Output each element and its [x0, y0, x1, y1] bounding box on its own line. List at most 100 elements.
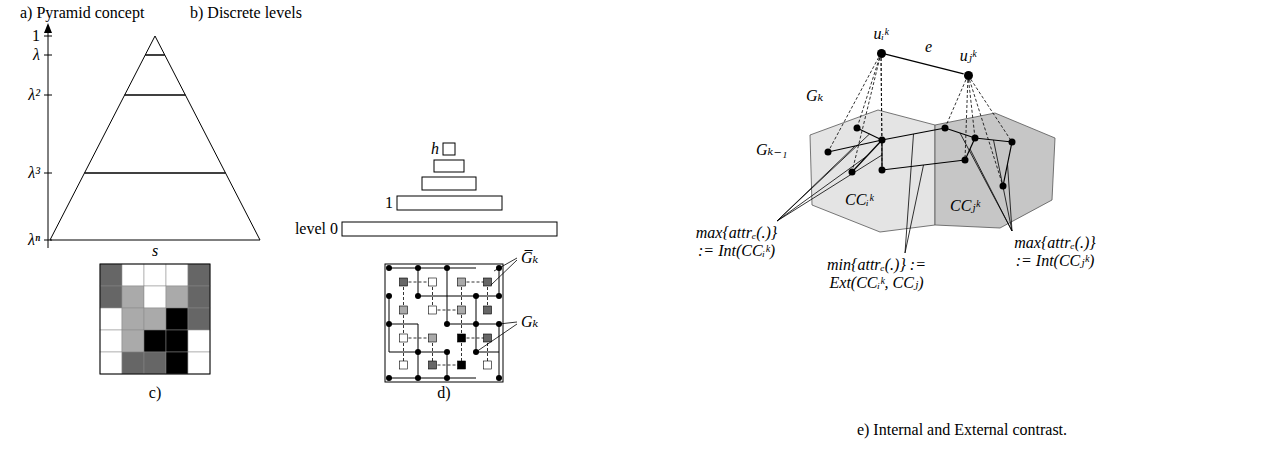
dual-vertex: [429, 361, 437, 369]
label-text: d): [437, 384, 450, 402]
graph-vertex: [444, 265, 450, 271]
projection-line: [945, 75, 968, 128]
label-text: 1: [32, 27, 40, 45]
graph-node: uⱼᵏ: [964, 71, 973, 80]
dual-vertex: [400, 278, 408, 286]
graph-figure: [385, 258, 517, 382]
levels-figure: [342, 143, 557, 236]
pyramid-level-line: [125, 94, 186, 96]
pixel-cell: [166, 330, 188, 352]
dual-vertex: [429, 306, 437, 314]
leader-line: [777, 156, 867, 221]
graph-vertex: [473, 321, 479, 327]
graph-edge: [447, 296, 476, 297]
graph-edge: [447, 352, 448, 378]
graph-vertex: [444, 375, 450, 381]
graph-edge: [499, 324, 500, 352]
dual-vertex: [484, 361, 492, 369]
pixel-vertex: [972, 135, 979, 142]
pixel-cell: [188, 352, 210, 374]
leader-line: [777, 134, 870, 221]
graph-vertex: [496, 293, 502, 299]
pyramid-level-line: [145, 54, 165, 56]
pixel-vertex: [825, 149, 832, 156]
graph-edge: [389, 352, 418, 353]
label-text: G̅ₖ: [521, 249, 538, 267]
scale-axis: [48, 32, 49, 248]
label-text: λ: [33, 46, 40, 64]
graph-edge: [389, 378, 418, 379]
label-text: λ³: [28, 164, 40, 182]
projection-line: [852, 53, 881, 172]
graph-edge: [476, 296, 499, 297]
label-text: CCⱼᵏ: [950, 197, 980, 215]
pixel-cell: [144, 308, 166, 330]
pixel-vertex: [962, 157, 969, 164]
label-text: a) Pyramid concept: [20, 4, 144, 22]
leader-line: [994, 140, 1013, 231]
pixel-cell: [144, 330, 166, 352]
graph-edge: [418, 378, 447, 379]
graph-vertex: [444, 321, 450, 327]
axis-tick: [44, 55, 52, 56]
leader-line: [960, 133, 1012, 231]
graph-edge: [418, 296, 447, 297]
leader-line: [494, 258, 517, 271]
pixel-cell: [166, 352, 188, 374]
pyramid-figure: [44, 23, 260, 248]
dual-vertex: [484, 334, 492, 342]
pixel-cell: [122, 264, 144, 286]
projection-line: [881, 53, 882, 140]
graph-vertex: [473, 293, 479, 299]
graph-edge: [389, 324, 418, 325]
node-label: uᵢᵏ: [873, 25, 888, 43]
axis-tick: [44, 36, 52, 37]
component-region: [935, 113, 1055, 228]
pixel-cell: [122, 352, 144, 374]
dual-vertex: [458, 361, 466, 369]
graph-edge: [418, 268, 419, 296]
dual-vertex: [484, 306, 492, 314]
label-text: s: [152, 242, 158, 260]
graph-edge: [476, 324, 477, 352]
graph-edge: [447, 324, 476, 325]
graph-vertex: [386, 321, 392, 327]
graph-vertex: [415, 349, 421, 355]
pixel-vertex: [879, 137, 886, 144]
leader-lines: [777, 133, 1012, 253]
graph-edge: [418, 268, 447, 269]
label-text: Gₖ: [521, 313, 538, 331]
dual-vertex: [458, 306, 466, 314]
label-text: max{attrₑ(.)} := Int(CCⱼᵏ): [1008, 234, 1102, 271]
graph-vertex: [386, 375, 392, 381]
pixel-vertex: [1009, 139, 1016, 146]
pixel-vertex: [879, 167, 886, 174]
edge-label: e: [924, 38, 933, 56]
graph-vertex: [496, 375, 502, 381]
leader-line: [905, 134, 914, 253]
label-text: h: [431, 140, 439, 158]
label-text: b) Discrete levels: [190, 4, 302, 22]
level-bar: [342, 222, 557, 236]
label-text: λ²: [28, 86, 40, 104]
contrast-figure: [810, 53, 1055, 232]
leader-line: [905, 165, 924, 253]
graph-node: uᵢᵏ: [877, 49, 886, 58]
pixel-cell: [144, 264, 166, 286]
pixel-cell: [100, 286, 122, 308]
leader-line: [1008, 164, 1013, 231]
graph-edge: [418, 324, 419, 352]
label-text: Gₖ₋₁: [756, 141, 787, 159]
graph-edge: [499, 268, 500, 296]
pixel-cell: [100, 330, 122, 352]
leader-line: [499, 322, 517, 324]
leader-line: [491, 260, 517, 285]
projection-line: [968, 75, 1003, 186]
graph-edge: [476, 352, 499, 353]
leader-line: [970, 149, 1012, 231]
pixel-cell: [122, 286, 144, 308]
graph-edge: [476, 324, 499, 325]
level-bar: [443, 143, 455, 155]
dual-vertex: [429, 278, 437, 286]
graph-edge: [476, 296, 477, 324]
